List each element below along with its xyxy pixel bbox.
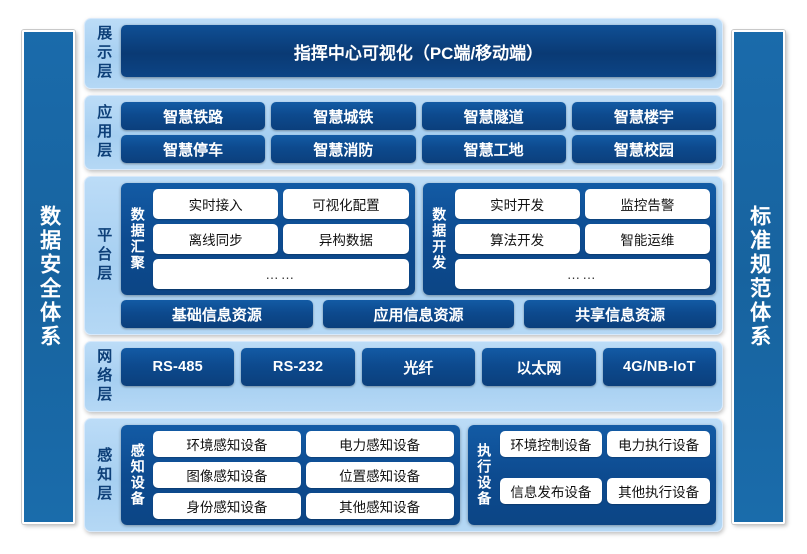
layer-presentation-label: 展示层 xyxy=(95,25,113,82)
sensing-group-right-grid: 环境控制设备 电力执行设备 信息发布设备 其他执行设备 xyxy=(499,431,710,519)
sensor-other-device[interactable]: 其他感知设备 xyxy=(305,493,454,519)
network-item-rs485[interactable]: RS-485 xyxy=(121,348,235,386)
actuator-other-execution-device[interactable]: 其他执行设备 xyxy=(607,477,710,504)
layer-application: 应用层 智慧铁路 智慧城铁 智慧隧道 智慧楼宇 智慧停车 智慧消防 智慧工地 智… xyxy=(84,95,723,170)
sensor-location-device[interactable]: 位置感知设备 xyxy=(305,462,454,488)
resource-shared-information[interactable]: 共享信息资源 xyxy=(524,300,716,328)
platform-item-intelligent-operations[interactable]: 智能运维 xyxy=(584,224,710,254)
layer-sensing-body: 感知设备 环境感知设备 电力感知设备 图像感知设备 位置感知设备 身份感知设备 … xyxy=(121,425,716,525)
platform-item-left-more[interactable]: …… xyxy=(153,259,409,289)
right-pillar-standard-specification: 标准规范体系 xyxy=(732,30,785,524)
sensing-group-actuator-devices: 执行设备 环境控制设备 电力执行设备 信息发布设备 其他执行设备 xyxy=(467,425,716,525)
layer-sensing: 感知层 感知设备 环境感知设备 电力感知设备 图像感知设备 位置感知设备 身份感… xyxy=(84,418,723,532)
platform-groups: 数据汇聚 实时接入 可视化配置 离线同步 异构数据 …… 数据开发 实时开发 xyxy=(121,183,716,295)
actuator-information-release-device[interactable]: 信息发布设备 xyxy=(499,477,603,504)
sensing-group-left-grid: 环境感知设备 电力感知设备 图像感知设备 位置感知设备 身份感知设备 其他感知设… xyxy=(153,431,454,519)
sensing-group-right-label: 执行设备 xyxy=(476,443,493,507)
app-item-smart-building[interactable]: 智慧楼宇 xyxy=(571,102,716,130)
command-center-visualization-bar[interactable]: 指挥中心可视化（PC端/移动端） xyxy=(121,25,716,77)
platform-group-data-development: 数据开发 实时开发 监控告警 算法开发 智能运维 …… xyxy=(422,183,716,295)
network-row: RS-485 RS-232 光纤 以太网 4G/NB-IoT xyxy=(121,348,716,386)
resource-application-information[interactable]: 应用信息资源 xyxy=(322,300,515,328)
layer-platform-label: 平台层 xyxy=(95,227,113,284)
app-item-smart-urban-rail[interactable]: 智慧城铁 xyxy=(271,102,416,130)
sensing-group-sensor-devices: 感知设备 环境感知设备 电力感知设备 图像感知设备 位置感知设备 身份感知设备 … xyxy=(121,425,460,525)
layer-platform-body: 数据汇聚 实时接入 可视化配置 离线同步 异构数据 …… 数据开发 实时开发 xyxy=(121,183,716,328)
actuator-environment-control-device[interactable]: 环境控制设备 xyxy=(499,431,603,457)
resource-basic-information[interactable]: 基础信息资源 xyxy=(121,300,313,328)
platform-item-right-more[interactable]: …… xyxy=(454,259,710,289)
sensor-power-device[interactable]: 电力感知设备 xyxy=(305,431,454,457)
application-row-2: 智慧停车 智慧消防 智慧工地 智慧校园 xyxy=(121,135,716,163)
app-item-smart-railway[interactable]: 智慧铁路 xyxy=(121,102,266,130)
platform-item-realtime-access[interactable]: 实时接入 xyxy=(153,189,279,219)
platform-group-left-label: 数据汇聚 xyxy=(129,207,146,271)
app-item-smart-construction-site[interactable]: 智慧工地 xyxy=(421,135,566,163)
actuator-power-execution-device[interactable]: 电力执行设备 xyxy=(607,431,710,457)
platform-item-algorithm-development[interactable]: 算法开发 xyxy=(454,224,580,254)
network-item-ethernet[interactable]: 以太网 xyxy=(482,348,596,386)
layer-sensing-label: 感知层 xyxy=(95,446,113,504)
platform-item-monitoring-alarm[interactable]: 监控告警 xyxy=(584,189,710,219)
app-item-smart-tunnel[interactable]: 智慧隧道 xyxy=(421,102,566,130)
app-item-smart-parking[interactable]: 智慧停车 xyxy=(121,135,266,163)
platform-group-right-label: 数据开发 xyxy=(431,207,448,271)
network-item-4g-nbiot[interactable]: 4G/NB-IoT xyxy=(602,348,716,386)
network-item-rs232[interactable]: RS-232 xyxy=(241,348,355,386)
layer-application-body: 智慧铁路 智慧城铁 智慧隧道 智慧楼宇 智慧停车 智慧消防 智慧工地 智慧校园 xyxy=(121,102,716,163)
sensor-environment-device[interactable]: 环境感知设备 xyxy=(153,431,301,457)
platform-group-right-grid: 实时开发 监控告警 算法开发 智能运维 …… xyxy=(454,189,710,289)
left-pillar-data-security: 数据安全体系 xyxy=(22,30,75,524)
platform-group-left-grid: 实时接入 可视化配置 离线同步 异构数据 …… xyxy=(153,189,409,289)
platform-item-heterogeneous-data[interactable]: 异构数据 xyxy=(283,224,409,254)
layer-network-body: RS-485 RS-232 光纤 以太网 4G/NB-IoT xyxy=(121,348,716,405)
left-pillar-label: 数据安全体系 xyxy=(37,205,61,349)
sensing-group-left-label: 感知设备 xyxy=(129,443,146,507)
platform-group-data-aggregation: 数据汇聚 实时接入 可视化配置 离线同步 异构数据 …… xyxy=(121,183,415,295)
layer-application-label: 应用层 xyxy=(95,104,113,161)
platform-item-offline-sync[interactable]: 离线同步 xyxy=(153,224,279,254)
platform-resource-row: 基础信息资源 应用信息资源 共享信息资源 xyxy=(121,300,716,328)
application-row-1: 智慧铁路 智慧城铁 智慧隧道 智慧楼宇 xyxy=(121,102,716,130)
app-item-smart-campus[interactable]: 智慧校园 xyxy=(571,135,716,163)
layer-network-label: 网络层 xyxy=(95,348,113,405)
layer-presentation: 展示层 指挥中心可视化（PC端/移动端） xyxy=(84,18,723,89)
layer-stack: 展示层 指挥中心可视化（PC端/移动端） 应用层 智慧铁路 智慧城铁 智慧隧道 … xyxy=(84,18,723,532)
layer-platform: 平台层 数据汇聚 实时接入 可视化配置 离线同步 异构数据 …… xyxy=(84,176,723,335)
sensor-identity-device[interactable]: 身份感知设备 xyxy=(153,493,301,519)
right-pillar-label: 标准规范体系 xyxy=(747,205,771,349)
layer-presentation-body: 指挥中心可视化（PC端/移动端） xyxy=(121,25,716,82)
app-item-smart-firefighting[interactable]: 智慧消防 xyxy=(271,135,416,163)
network-item-optical-fiber[interactable]: 光纤 xyxy=(361,348,476,386)
layer-network: 网络层 RS-485 RS-232 光纤 以太网 4G/NB-IoT xyxy=(84,341,723,412)
sensor-image-device[interactable]: 图像感知设备 xyxy=(153,462,301,488)
sensing-groups: 感知设备 环境感知设备 电力感知设备 图像感知设备 位置感知设备 身份感知设备 … xyxy=(121,425,716,525)
platform-item-realtime-development[interactable]: 实时开发 xyxy=(454,189,580,219)
platform-item-visual-configuration[interactable]: 可视化配置 xyxy=(283,189,409,219)
